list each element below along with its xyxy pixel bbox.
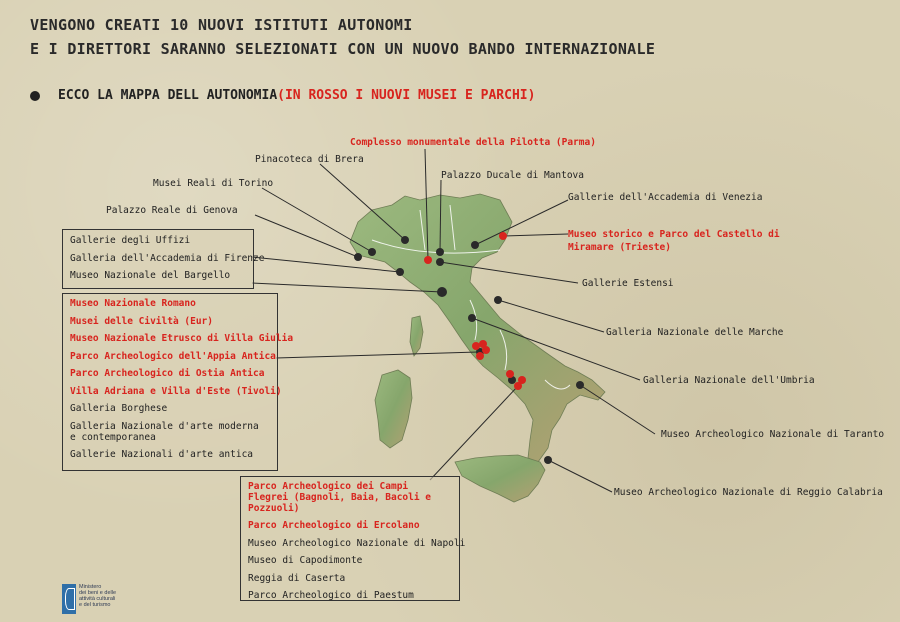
napoli-item: Museo Archeologico Nazionale di Napoli xyxy=(248,537,466,549)
label-miramare-2: Miramare (Trieste) xyxy=(568,242,671,253)
legend-text: ECCO LA MAPPA DELL AUTONOMIA xyxy=(58,88,278,103)
marker-roma-4 xyxy=(482,346,490,354)
logo-line: Ministero xyxy=(79,584,102,590)
marker-genova xyxy=(354,253,362,261)
ministry-logo: Ministero dei beni e delle attività cult… xyxy=(62,584,122,616)
italy-mainland xyxy=(349,193,606,463)
label-marche: Galleria Nazionale delle Marche xyxy=(606,327,784,338)
headline-line-1: VENGONO CREATI 10 NUOVI ISTITUTI AUTONOM… xyxy=(30,16,413,34)
marker-torino xyxy=(368,248,376,256)
roma-item: Parco Archeologico dell'Appia Antica xyxy=(70,350,276,362)
legend-red-text: (IN ROSSO I NUOVI MUSEI E PARCHI) xyxy=(277,88,536,103)
napoli-item: Parco Archeologico di Ercolano xyxy=(248,520,420,531)
napoli-item: Museo di Capodimonte xyxy=(248,555,363,566)
label-torino: Musei Reali di Torino xyxy=(153,178,274,189)
marker-campi-flegrei xyxy=(506,370,514,378)
marker-miramare xyxy=(499,232,507,240)
marker-taranto xyxy=(576,381,584,389)
roma-item: Galleria Nazionale d'arte moderna e cont… xyxy=(70,420,259,443)
ministry-name: Ministero dei beni e delle attività cult… xyxy=(79,584,121,608)
marker-roma-1 xyxy=(472,342,480,350)
bullet-icon xyxy=(30,90,40,101)
label-umbria: Galleria Nazionale dell'Umbria xyxy=(643,375,815,386)
label-brera: Pinacoteca di Brera xyxy=(255,154,364,165)
headline-line-2: E I DIRETTORI SARANNO SELEZIONATI CON UN… xyxy=(30,40,656,58)
firenze-box: Gallerie degli Uffizi Galleria dell'Acca… xyxy=(62,229,265,289)
marker-perugia xyxy=(468,314,476,322)
firenze-item: Gallerie degli Uffizi xyxy=(70,235,191,246)
label-reggio: Museo Archeologico Nazionale di Reggio C… xyxy=(614,487,883,498)
marker-roma-2 xyxy=(479,340,487,348)
marker-firenze-2 xyxy=(437,287,447,297)
sardinia xyxy=(374,369,413,449)
new-site-markers xyxy=(424,232,526,390)
marker-ercolano-2 xyxy=(518,376,526,384)
legend: ECCO LA MAPPA DELL AUTONOMIA(IN ROSSO I … xyxy=(30,88,535,103)
existing-site-markers xyxy=(354,236,584,464)
logo-line: attività culturali xyxy=(79,596,116,602)
roma-item: Galleria Borghese xyxy=(70,403,168,414)
marker-reggio xyxy=(544,456,552,464)
sicily xyxy=(454,454,546,503)
logo-line: e del turismo xyxy=(79,602,111,608)
label-miramare-1: Museo storico e Parco del Castello di xyxy=(568,229,780,240)
leader-lines xyxy=(251,148,656,493)
roma-item: Museo Nazionale Romano xyxy=(70,298,196,309)
napoli-item: Parco Archeologico di Paestum xyxy=(248,590,414,601)
marker-urbino xyxy=(494,296,502,304)
marker-ercolano xyxy=(514,382,522,390)
label-estensi: Gallerie Estensi xyxy=(582,278,674,289)
roma-item: Gallerie Nazionali d'arte antica xyxy=(70,448,254,460)
label-genova: Palazzo Reale di Genova xyxy=(106,205,238,216)
roma-box: Museo Nazionale Romano Musei delle Civil… xyxy=(62,293,294,471)
roma-item: Musei delle Civiltà (Eur) xyxy=(70,315,213,327)
napoli-item: Reggia di Caserta xyxy=(248,572,346,584)
mibact-logo-icon xyxy=(62,584,76,614)
napoli-box: Parco Archeologico dei Campi Flegrei (Ba… xyxy=(240,476,466,601)
label-ducale: Palazzo Ducale di Mantova xyxy=(441,170,584,181)
corsica xyxy=(409,315,424,357)
marker-pilotta xyxy=(424,256,432,264)
roma-item: Villa Adriana e Villa d'Este (Tivoli) xyxy=(70,385,282,397)
marker-brera xyxy=(401,236,409,244)
marker-firenze xyxy=(396,268,404,276)
roma-item: Museo Nazionale Etrusco di Villa Giulia xyxy=(70,333,294,344)
label-pilotta: Complesso monumentale della Pilotta (Par… xyxy=(350,137,596,148)
marker-estensi xyxy=(436,258,444,266)
label-taranto: Museo Archeologico Nazionale di Taranto xyxy=(661,429,885,440)
roma-item: Parco Archeologico di Ostia Antica xyxy=(70,368,265,379)
marker-mantova xyxy=(436,248,444,256)
napoli-item: Parco Archeologico dei Campi Flegrei (Ba… xyxy=(248,481,432,514)
firenze-item: Museo Nazionale del Bargello xyxy=(70,270,231,281)
label-venezia: Gallerie dell'Accademia di Venezia xyxy=(568,192,763,203)
logo-line: dei beni e delle xyxy=(79,590,117,596)
firenze-item: Galleria dell'Accademia di Firenze xyxy=(70,252,265,264)
marker-roma-3 xyxy=(476,352,484,360)
marker-venezia xyxy=(471,241,479,249)
